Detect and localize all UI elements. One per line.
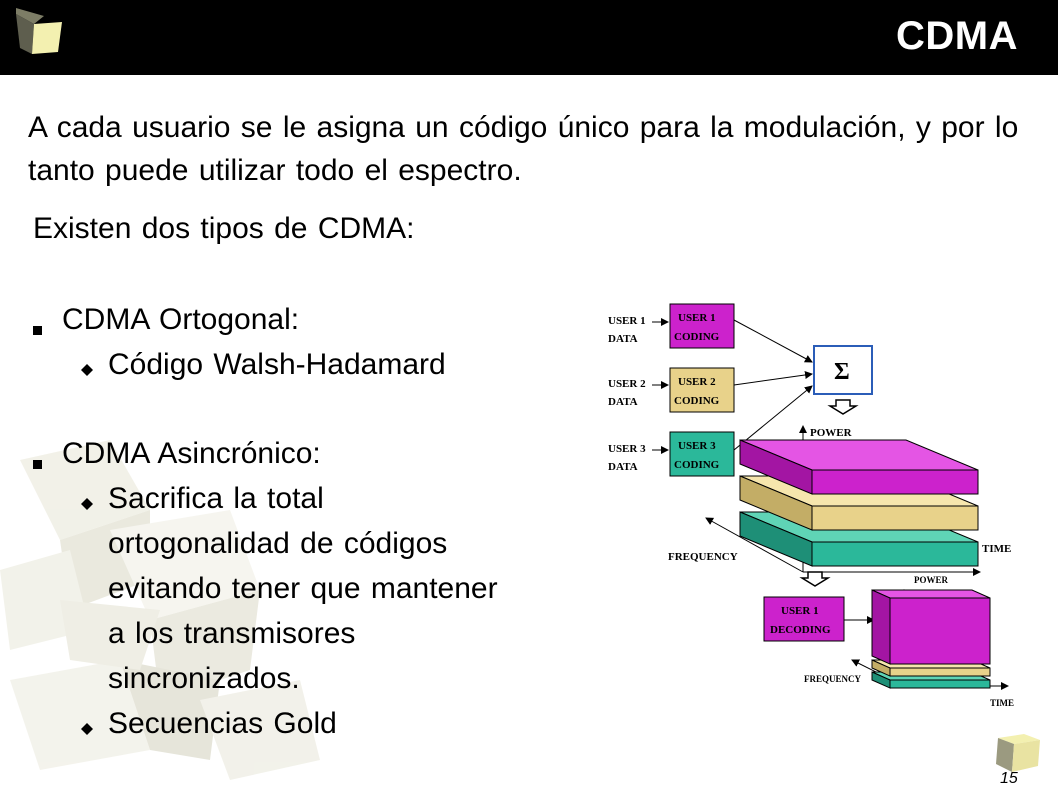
list-subitem-sacrifica-line3: evitando tener que mantener [108,572,498,605]
diamond-bullet-icon [81,498,93,510]
types-heading: Existen dos tipos de CDMA: [33,212,415,245]
slide-title: CDMA [896,14,1018,58]
page-number: 15 [1000,770,1018,787]
list-subitem-sacrifica-line1: Sacrifica la total [108,482,324,515]
decoding-label: USER 1 [781,605,819,617]
background-cubes-decoration [0,440,320,780]
square-bullet-icon [33,460,42,469]
cube-logo-icon [16,8,62,54]
diamond-bullet-icon [81,364,93,376]
down-arrow-icon [827,399,859,415]
frequency-label-2: FREQUENCY [804,674,862,684]
list-subitem-sacrifica-line5: sincronizados. [108,662,300,695]
user1-coding-label-2: CODING [674,331,720,343]
diamond-bullet-icon [81,723,93,735]
list-subitem-walsh: Código Walsh-Hadamard [108,348,446,381]
power-label: POWER [810,427,853,439]
user3-coding-label-2: CODING [674,459,720,471]
user2-coding-box [669,367,735,413]
decoding-label-2: DECODING [770,624,831,636]
list-subitem-gold: Secuencias Gold [108,707,337,740]
user3-coding-box [669,431,735,477]
cdma-diagram: USER 1 DATA USER 2 DATA USER 3 DATA USER… [608,303,1014,708]
user1-decoding-box [763,596,845,642]
list-item-asincronico: CDMA Asincrónico: [62,437,321,470]
user1-coding-label: USER 1 [678,312,716,324]
title-bar: CDMA [0,0,1058,75]
user2-data-label: USER 2 [608,378,646,390]
power-label-2: POWER [914,575,949,585]
user2-coding-label: USER 2 [678,376,716,388]
user2-data-label-2: DATA [608,396,638,408]
user1-data-label: USER 1 [608,315,646,327]
user3-coding-label: USER 3 [678,440,716,452]
frequency-label: FREQUENCY [668,551,738,563]
user2-coding-label-2: CODING [674,395,720,407]
cube-page-icon [996,734,1040,772]
sum-box [813,345,873,395]
list-subitem-sacrifica-line4: a los transmisores [108,617,356,650]
time-label: TIME [982,543,1011,555]
user3-data-label-2: DATA [608,461,638,473]
list-subitem-sacrifica-line2: ortogonalidad de códigos [108,527,448,560]
user1-coding-box [669,303,735,349]
down-arrow-icon-2 [799,571,831,587]
user1-data-label-2: DATA [608,333,638,345]
user3-data-label: USER 3 [608,443,646,455]
intro-paragraph: A cada usuario se le asigna un código ún… [28,111,1019,187]
list-item-ortogonal: CDMA Ortogonal: [62,303,300,336]
time-label-2: TIME [990,698,1014,708]
square-bullet-icon [33,326,42,335]
sum-symbol: Σ [834,359,850,385]
